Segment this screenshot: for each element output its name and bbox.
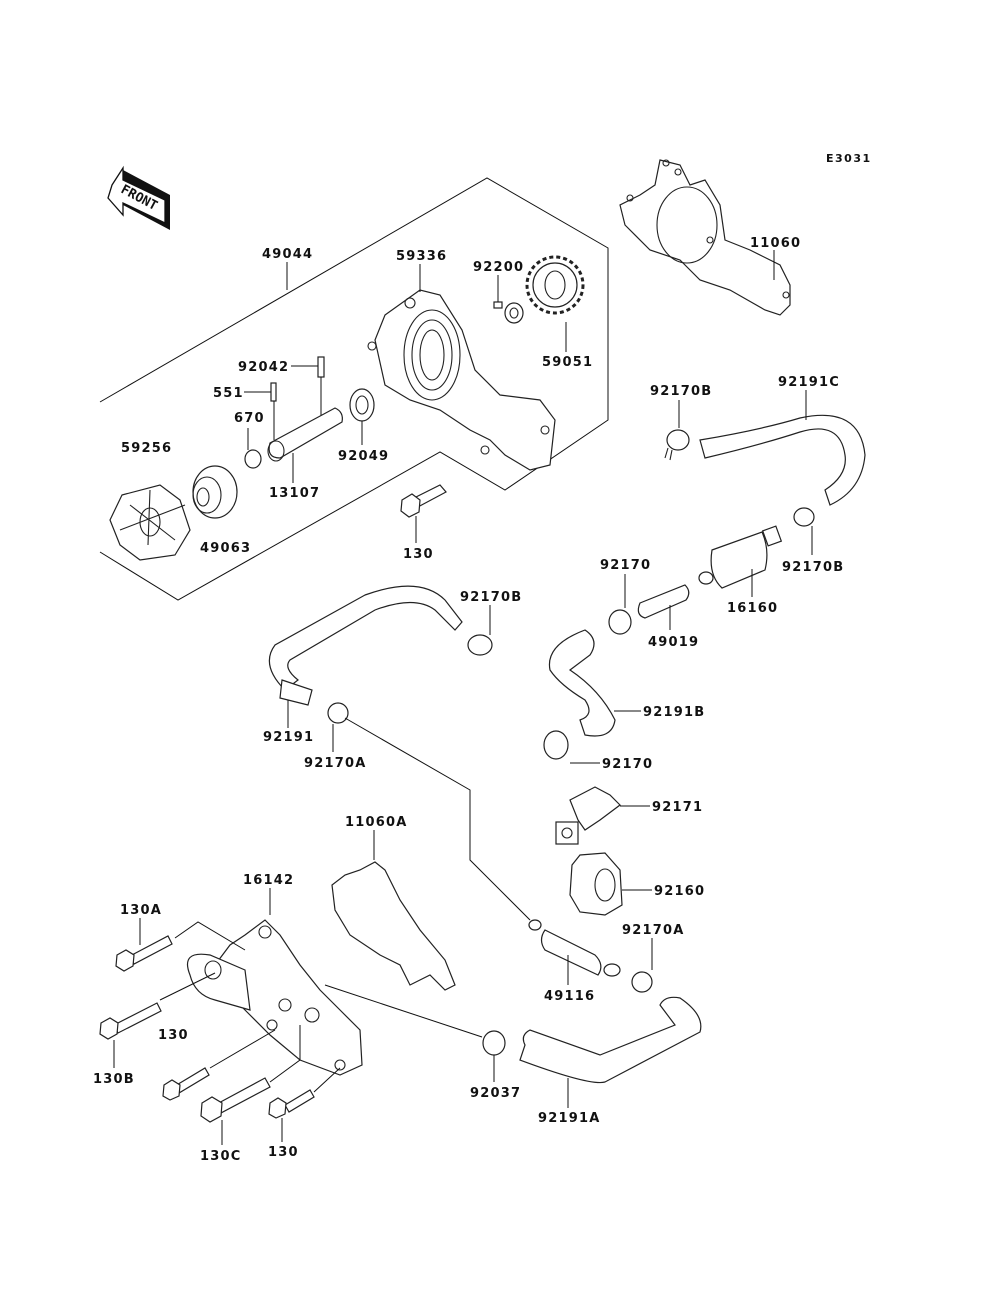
- gear-part: [525, 255, 585, 315]
- hose-92191A-part: [519, 996, 702, 1084]
- part-label-92170B-mid: 92170B: [460, 590, 522, 605]
- part-label-59336: 59336: [396, 249, 447, 264]
- bolt-130A-part: [115, 935, 173, 972]
- part-label-16160: 16160: [727, 601, 778, 616]
- part-label-49044: 49044: [262, 247, 313, 262]
- part-label-130B: 130B: [93, 1072, 135, 1087]
- bolt-mid-part: [162, 1067, 210, 1101]
- hose-92191C-part: [699, 414, 866, 506]
- bolt-130-bottom-part: [268, 1089, 315, 1119]
- part-label-49063: 49063: [200, 541, 251, 556]
- bolt-130B-part: [99, 1002, 162, 1040]
- bolt-130C-part: [200, 1077, 271, 1123]
- guide-line-130A: [174, 921, 246, 951]
- fitting-49116-part: [528, 919, 621, 977]
- part-label-92042: 92042: [238, 360, 289, 375]
- part-label-49019: 49019: [648, 635, 699, 650]
- impeller-part: [109, 484, 191, 561]
- assembly-boundary: [99, 177, 609, 601]
- guide-line-bolt-mid: [209, 1029, 276, 1069]
- hose-clamp-92170-mid: [543, 730, 569, 760]
- part-label-130-bottom: 130: [268, 1145, 299, 1160]
- part-label-49116: 49116: [544, 989, 595, 1004]
- part-label-670: 670: [234, 411, 265, 426]
- hose-clamp-92037: [482, 1030, 506, 1056]
- part-label-59256: 59256: [121, 441, 172, 456]
- part-label-11060: 11060: [750, 236, 801, 251]
- pipe-49019-part: [637, 584, 690, 619]
- guide-line-92170A-49116: [344, 717, 531, 921]
- part-label-92037: 92037: [470, 1086, 521, 1101]
- part-label-551: 551: [213, 386, 244, 401]
- gasket-11060A-part: [331, 861, 456, 991]
- part-label-13107: 13107: [269, 486, 320, 501]
- part-label-92191C: 92191C: [778, 375, 840, 390]
- pin-551-part: [270, 382, 277, 402]
- filter-16160-part: [698, 525, 783, 589]
- part-label-92049: 92049: [338, 449, 389, 464]
- part-label-92160: 92160: [654, 884, 705, 899]
- hose-clamp-92170-top: [608, 609, 632, 635]
- part-label-92171: 92171: [652, 800, 703, 815]
- part-label-11060A: 11060A: [345, 815, 408, 830]
- part-label-59051: 59051: [542, 355, 593, 370]
- gasket-part: [619, 159, 791, 316]
- part-label-92170-top: 92170: [600, 558, 651, 573]
- part-label-92191: 92191: [263, 730, 314, 745]
- part-label-130A: 130A: [120, 903, 162, 918]
- pump-cover-16142-part: [186, 919, 363, 1076]
- part-label-92200: 92200: [473, 260, 524, 275]
- bolt-130-top-part: [400, 484, 447, 518]
- part-label-92170A-left: 92170A: [304, 756, 367, 771]
- washer-part: [493, 301, 524, 324]
- diagram-code: E3031: [826, 152, 872, 165]
- guide-line-130-mid: [159, 972, 216, 1001]
- hose-92191B-part: [548, 629, 616, 737]
- seal-part: [349, 388, 375, 422]
- hose-clamp-92170B-top: [664, 429, 690, 461]
- part-label-130C: 130C: [200, 1149, 241, 1164]
- damper-92160-part: [569, 852, 623, 916]
- part-label-130-top: 130: [403, 547, 434, 562]
- hose-clamp-92170A-right: [631, 971, 653, 993]
- guide-line-130C: [269, 1025, 301, 1083]
- part-label-130-mid: 130: [158, 1028, 189, 1043]
- part-label-92170A-right: 92170A: [622, 923, 685, 938]
- hose-92191-part: [268, 585, 463, 691]
- hose-92191-end: [279, 679, 313, 706]
- hose-clamp-92170B-mid: [467, 634, 493, 656]
- o-ring-part: [244, 449, 262, 469]
- pump-housing-part: [367, 289, 556, 471]
- bracket-92171-part: [555, 786, 621, 845]
- mechanical-seal-part: [192, 465, 238, 519]
- pin-part: [317, 356, 325, 378]
- hose-clamp-92170B-right: [793, 507, 815, 527]
- part-label-92170-mid: 92170: [602, 757, 653, 772]
- guide-line-92037: [324, 984, 483, 1038]
- part-label-16142: 16142: [243, 873, 294, 888]
- front-arrow-icon: FRONT: [107, 165, 170, 230]
- part-label-92191B: 92191B: [643, 705, 705, 720]
- part-label-92170B-right: 92170B: [782, 560, 844, 575]
- part-label-92191A: 92191A: [538, 1111, 601, 1126]
- hose-clamp-92170A-left: [327, 702, 349, 724]
- shaft-part: [267, 407, 343, 462]
- part-label-92170B-top: 92170B: [650, 384, 712, 399]
- guide-line-130-bottom: [313, 1067, 341, 1093]
